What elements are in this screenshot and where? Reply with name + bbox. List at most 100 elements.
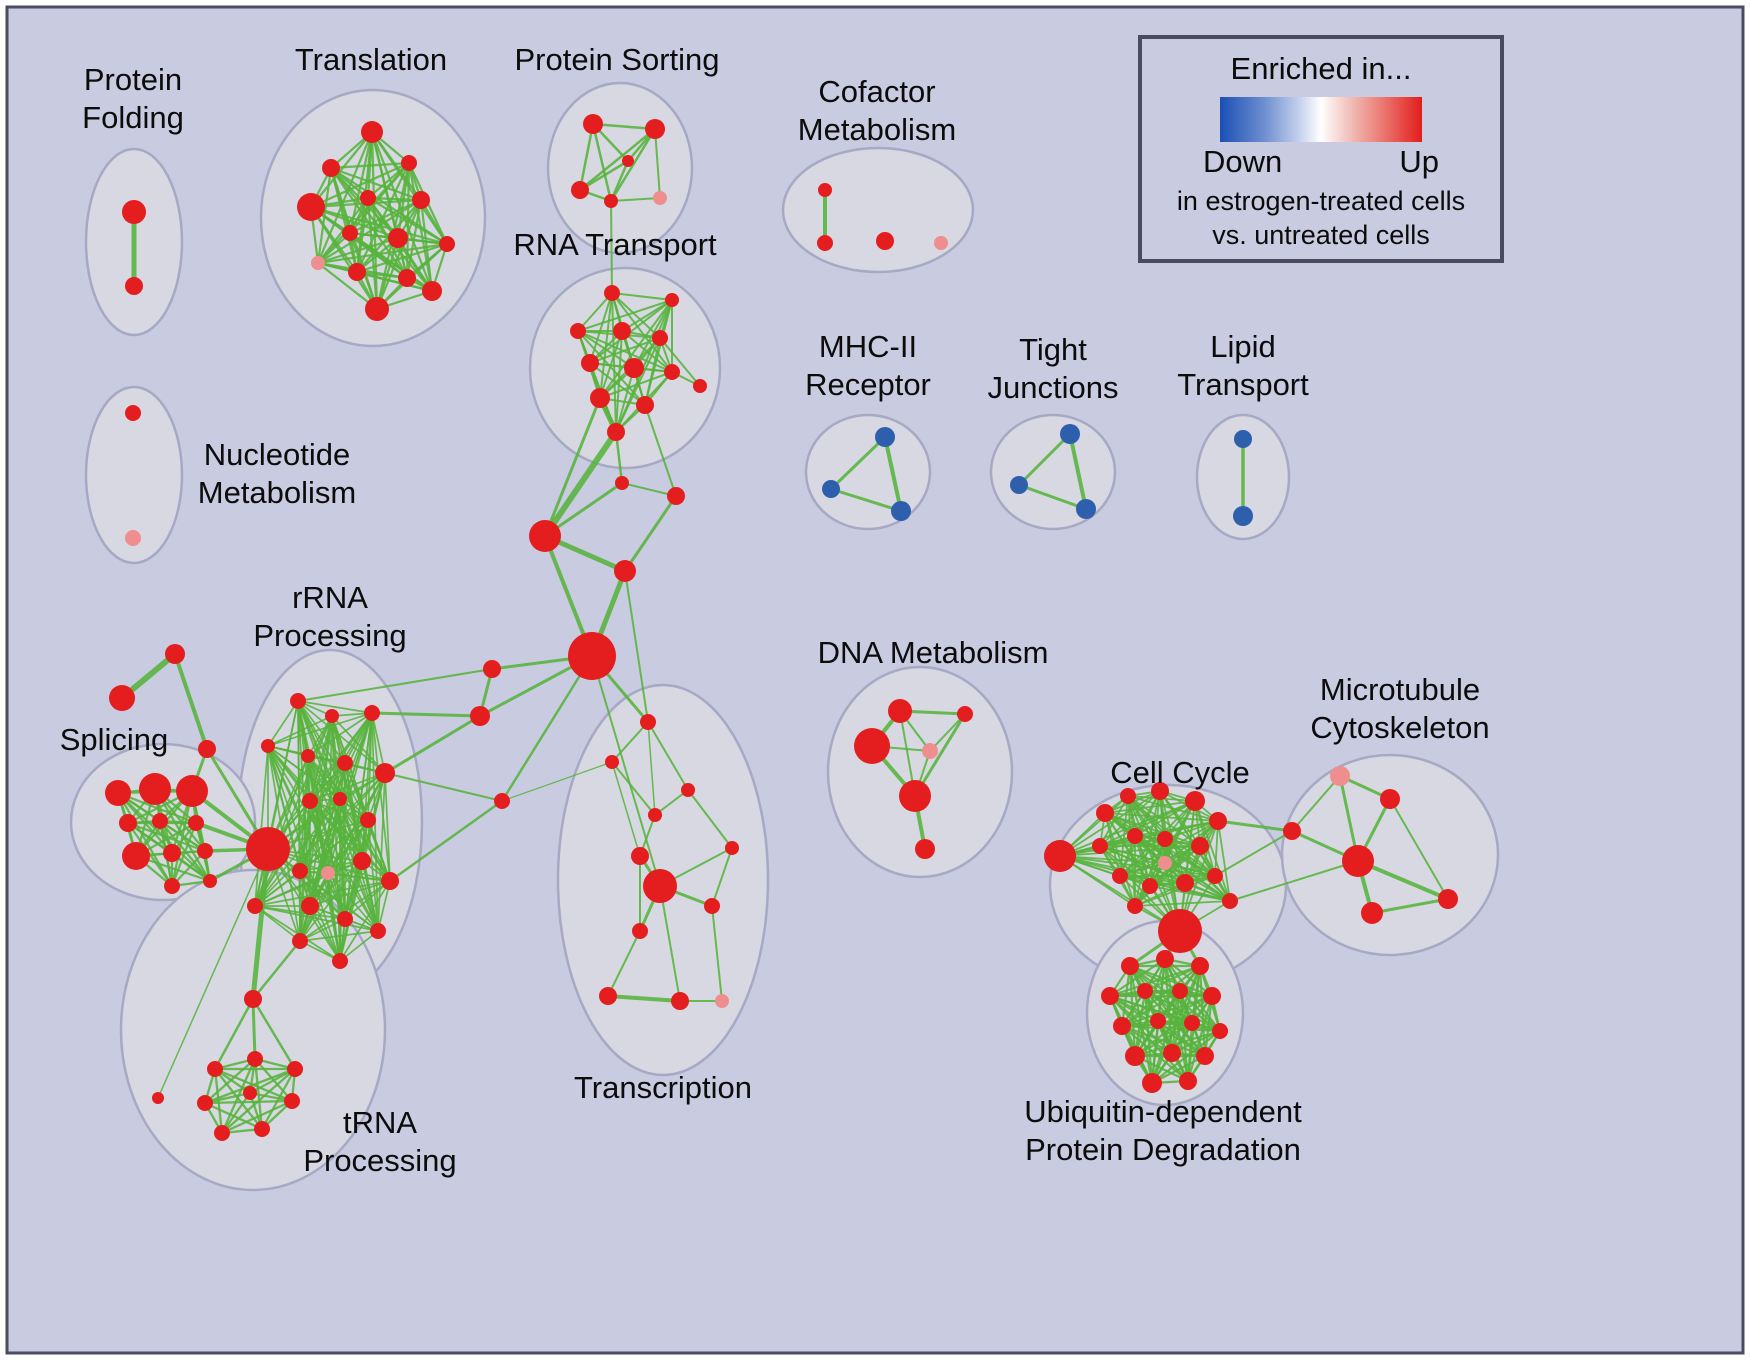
node-rr15 xyxy=(381,872,399,890)
node-rt12 xyxy=(693,379,707,393)
edge xyxy=(267,745,346,920)
edge xyxy=(578,127,657,192)
edge xyxy=(607,930,641,997)
node-cf4 xyxy=(934,236,948,250)
node-dm4 xyxy=(922,743,938,759)
legend-up-label: Up xyxy=(1399,144,1439,179)
edge xyxy=(1229,860,1359,902)
edge xyxy=(220,1099,294,1135)
edge xyxy=(1134,835,1231,902)
node-rr6 xyxy=(337,755,353,771)
edge xyxy=(299,930,379,942)
edge xyxy=(419,198,434,293)
edge xyxy=(327,872,346,920)
node-ub10 xyxy=(1184,1015,1200,1031)
edge xyxy=(647,721,656,816)
node-mc1 xyxy=(1330,766,1350,786)
edge xyxy=(254,762,346,907)
node-ta0 xyxy=(152,1092,164,1104)
edge xyxy=(309,860,363,907)
node-ic1 xyxy=(615,476,629,490)
edge xyxy=(591,655,661,887)
node-rr8 xyxy=(246,827,290,871)
node-ub14 xyxy=(1196,1047,1214,1065)
edge xyxy=(610,200,613,294)
node-tc6 xyxy=(631,847,649,865)
node-cc5 xyxy=(1185,791,1205,811)
edge xyxy=(355,242,449,274)
node-ub6 xyxy=(1172,983,1188,999)
edge xyxy=(213,997,255,1071)
edge xyxy=(611,761,656,816)
edge xyxy=(913,712,967,798)
edge xyxy=(1156,994,1214,1023)
node-tn7 xyxy=(342,225,358,241)
edge xyxy=(203,1057,257,1105)
edge xyxy=(309,800,391,882)
node-cc11 xyxy=(1158,856,1172,870)
node-tc11 xyxy=(671,992,689,1010)
node-cc3 xyxy=(1120,788,1136,804)
node-ta4 xyxy=(287,1061,303,1077)
node-rt5 xyxy=(652,330,668,346)
edge xyxy=(299,860,363,942)
edge xyxy=(367,819,379,932)
edge xyxy=(307,712,373,757)
edge xyxy=(309,205,379,311)
edge xyxy=(384,772,503,802)
node-ub7 xyxy=(1203,987,1221,1005)
edge xyxy=(577,330,635,369)
node-mc6 xyxy=(1361,902,1383,924)
node-dm1 xyxy=(854,728,890,764)
node-rr20 xyxy=(332,953,348,969)
node-rt4 xyxy=(613,322,631,340)
edge xyxy=(644,404,677,497)
node-cf2 xyxy=(817,235,833,251)
edge xyxy=(371,712,386,774)
node-tc9 xyxy=(632,923,648,939)
node-nm1 xyxy=(125,405,141,421)
edge xyxy=(366,161,411,200)
node-tc5 xyxy=(725,841,739,855)
legend-gradient-bar xyxy=(1220,97,1422,142)
edge xyxy=(1194,800,1231,902)
nodes xyxy=(105,114,1458,1141)
edge xyxy=(1143,964,1202,993)
edge xyxy=(254,860,363,907)
edge xyxy=(157,848,269,1099)
edge xyxy=(375,236,400,311)
edge xyxy=(615,367,635,433)
node-lt1 xyxy=(1234,430,1252,448)
edge xyxy=(267,745,379,932)
legend-title: Enriched in... xyxy=(1230,51,1412,86)
edge xyxy=(1164,820,1219,840)
node-ex3 xyxy=(198,740,216,758)
edge xyxy=(309,772,386,802)
edge xyxy=(297,700,373,714)
node-ub11 xyxy=(1212,1023,1228,1039)
edge xyxy=(644,337,661,406)
node-rr16 xyxy=(301,897,319,915)
edge xyxy=(1134,800,1196,837)
edge xyxy=(1099,795,1129,847)
node-ub4 xyxy=(1101,987,1119,1005)
edge xyxy=(370,711,482,718)
node-cf3 xyxy=(876,232,894,250)
node-tn8 xyxy=(388,228,408,248)
node-mh3 xyxy=(891,501,911,521)
edge xyxy=(254,798,341,907)
edge xyxy=(377,772,386,932)
node-ub1 xyxy=(1121,957,1139,975)
node-sp11 xyxy=(203,874,217,888)
node-rt1 xyxy=(604,285,620,301)
node-cc1 xyxy=(1044,840,1076,872)
edge xyxy=(1119,838,1166,877)
edge xyxy=(654,128,661,199)
